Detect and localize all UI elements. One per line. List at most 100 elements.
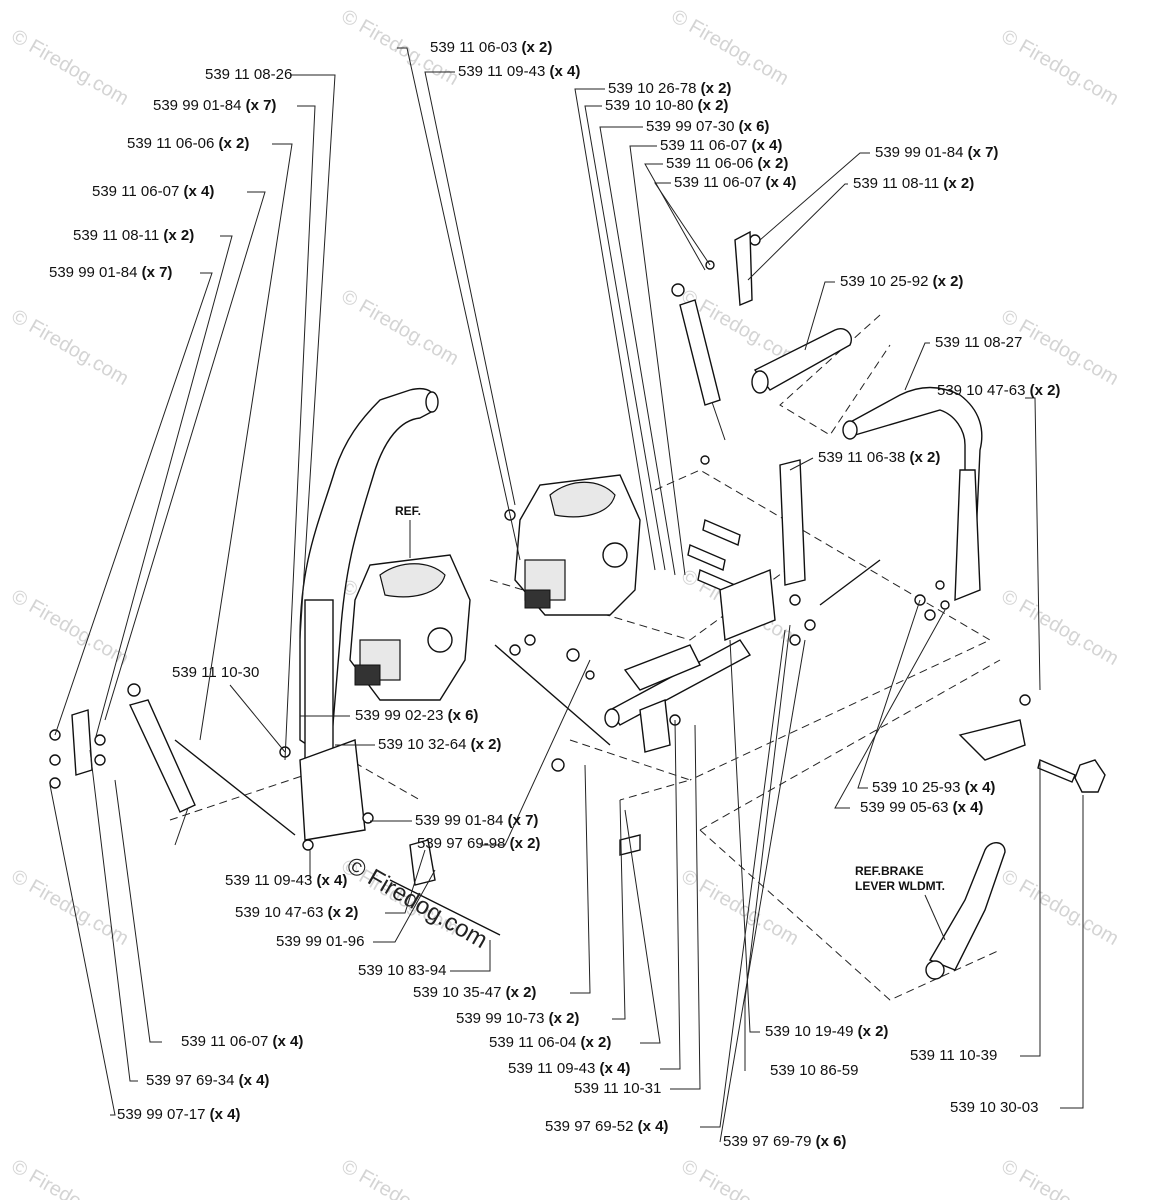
part-quantity: (x 4) <box>210 1106 241 1123</box>
callout-leader <box>670 724 701 1090</box>
part-number: 539 99 07-30 <box>646 118 739 135</box>
callout-leader <box>89 749 138 1082</box>
part-number: 539 10 47-63 <box>235 904 328 921</box>
part-callout: 539 10 30-03 <box>950 1099 1038 1116</box>
part-callout: 539 97 69-34 (x 4) <box>146 1072 269 1089</box>
part-callout: 539 10 83-94 <box>358 962 446 979</box>
part-number: 539 11 08-26 <box>205 66 292 83</box>
brake-lever <box>925 842 1006 980</box>
axle-shaft <box>604 639 752 753</box>
watermark-text: © Firedog.com <box>998 865 1123 950</box>
part-number: 539 11 08-27 <box>935 334 1022 351</box>
part-number: 539 99 02-23 <box>355 707 448 724</box>
part-callout: 539 11 08-11 (x 2) <box>853 175 974 192</box>
part-quantity: (x 6) <box>816 1133 847 1150</box>
callout-leader <box>624 809 661 1044</box>
right-control-handle <box>842 386 983 602</box>
part-quantity: (x 4) <box>965 779 996 796</box>
part-callout: 539 10 26-78 (x 2) <box>608 80 731 97</box>
part-callout: 539 10 86-59 <box>770 1062 858 1079</box>
part-callout: 539 99 07-30 (x 6) <box>646 118 769 135</box>
callout-leader <box>199 143 293 741</box>
part-number: 539 10 86-59 <box>770 1062 858 1079</box>
watermark-text: © Firedog.com <box>338 1155 463 1200</box>
callout-leader <box>54 272 213 736</box>
part-number: 539 11 06-04 <box>489 1034 580 1051</box>
part-number: 539 99 07-17 <box>117 1106 210 1123</box>
handle-grip <box>751 328 852 394</box>
part-quantity: (x 4) <box>239 1072 270 1089</box>
brake-knob <box>958 719 1106 793</box>
part-quantity: (x 7) <box>142 264 173 281</box>
part-number: 539 99 01-96 <box>276 933 364 950</box>
part-quantity: (x 2) <box>943 175 974 192</box>
part-quantity: (x 2) <box>218 135 249 152</box>
part-callout: 539 11 10-30 <box>172 664 259 681</box>
callout-leader <box>804 281 835 351</box>
linkage-rods <box>174 559 881 936</box>
part-number: 539 11 10-39 <box>910 1047 997 1064</box>
part-number: 539 11 09-43 <box>508 1060 599 1077</box>
left-control-handle <box>299 388 439 841</box>
part-number: 539 99 01-84 <box>153 97 246 114</box>
callout-leader <box>1060 795 1084 1109</box>
part-number: 539 11 06-07 <box>181 1033 272 1050</box>
fasteners <box>49 230 1031 886</box>
left-transmission <box>349 554 471 701</box>
part-quantity: (x 2) <box>549 1010 580 1027</box>
part-quantity: (x 2) <box>328 904 359 921</box>
callout-leader <box>612 799 626 1020</box>
callout-leader <box>904 342 930 391</box>
part-callout: 539 99 01-84 (x 7) <box>153 97 276 114</box>
callout-leader <box>644 163 706 271</box>
left-damper <box>127 683 196 846</box>
part-number: 539 97 69-34 <box>146 1072 239 1089</box>
watermark-text: © Firedog.com <box>998 585 1123 670</box>
watermark-text: © Firedog.com <box>998 25 1123 110</box>
part-callout: 539 10 32-64 (x 2) <box>378 736 501 753</box>
part-quantity: (x 7) <box>246 97 277 114</box>
callout-leader <box>480 659 591 846</box>
part-quantity: (x 4) <box>953 799 984 816</box>
callout-leader <box>729 639 760 1033</box>
part-number: 539 97 69-79 <box>723 1133 816 1150</box>
callout-leader <box>660 719 681 1070</box>
part-callout: 539 11 09-43 (x 4) <box>458 63 580 80</box>
callout-leader <box>759 152 870 241</box>
part-number: 539 97 69-98 <box>417 835 510 852</box>
part-number: 539 11 06-06 <box>666 155 757 172</box>
part-callout: 539 11 06-07 (x 4) <box>92 183 214 200</box>
callout-leader <box>1025 397 1041 691</box>
part-number: 539 11 06-07 <box>92 183 183 200</box>
right-damper <box>671 283 726 441</box>
part-quantity: (x 4) <box>638 1118 669 1135</box>
part-quantity: (x 6) <box>739 118 770 135</box>
part-number: 539 11 08-11 <box>73 227 163 244</box>
watermark-text: © Firedog.com <box>8 305 133 390</box>
part-callout: 539 11 08-11 (x 2) <box>73 227 194 244</box>
callout-leader <box>834 609 946 809</box>
callout-leader <box>719 639 806 1143</box>
callout-leader <box>424 71 516 506</box>
part-number: 539 99 01-84 <box>49 264 142 281</box>
part-quantity: (x 4) <box>272 1033 303 1050</box>
part-quantity: (x 2) <box>510 835 541 852</box>
callout-leader <box>570 764 591 994</box>
callout-leaders <box>49 47 1084 1143</box>
part-callout: 539 11 06-38 (x 2) <box>818 449 940 466</box>
part-number: 539 99 10-73 <box>456 1010 549 1027</box>
callout-leader <box>584 105 666 571</box>
watermark-text: © Firedog.com <box>338 285 463 370</box>
part-callout: 539 97 69-98 (x 2) <box>417 835 540 852</box>
part-callout: 539 99 01-84 (x 7) <box>49 264 172 281</box>
part-quantity: (x 7) <box>508 812 539 829</box>
part-callout: 539 97 69-79 (x 6) <box>723 1133 846 1150</box>
part-number: 539 97 69-52 <box>545 1118 638 1135</box>
part-number: 539 11 06-38 <box>818 449 909 466</box>
part-quantity: (x 2) <box>580 1034 611 1051</box>
part-number: 539 11 06-06 <box>127 135 218 152</box>
part-callout: 539 11 09-43 (x 4) <box>225 872 347 889</box>
part-number: 539 99 05-63 <box>860 799 953 816</box>
part-callout: 539 99 01-84 (x 7) <box>875 144 998 161</box>
part-callout: 539 99 07-17 (x 4) <box>117 1106 240 1123</box>
